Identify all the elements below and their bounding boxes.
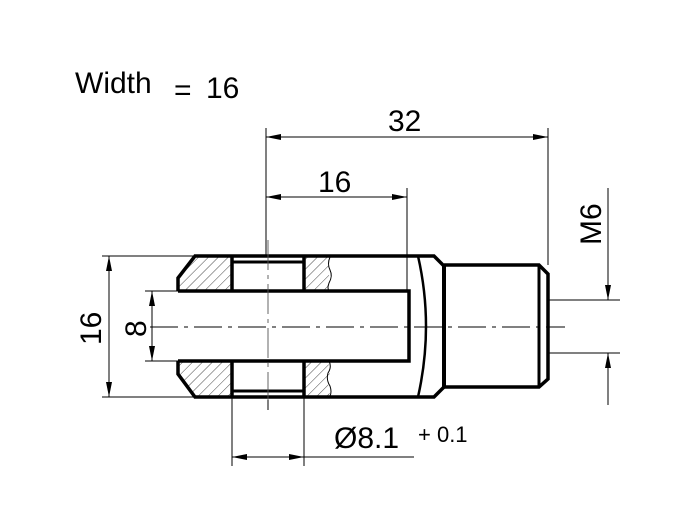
dimension-lines	[106, 134, 611, 460]
curved-edge	[416, 255, 428, 398]
width-text: Width	[75, 67, 152, 100]
width-label: Width = 16	[75, 67, 239, 107]
break-lines	[326, 256, 332, 397]
dim-m6-text: M6	[575, 203, 608, 245]
center-lines	[150, 240, 565, 410]
dim-16-left-text: 16	[75, 312, 108, 345]
equals-sign: =	[174, 74, 192, 107]
dim-hole-tolerance: + 0.1	[418, 422, 468, 447]
width-value: 16	[206, 72, 239, 105]
dim-32-text: 32	[388, 105, 421, 138]
extension-lines	[102, 128, 620, 466]
threaded-shank	[444, 263, 550, 389]
dim-16-top-text: 16	[318, 166, 351, 199]
hatched-sections	[178, 257, 330, 396]
dim-8-text: 8	[120, 320, 153, 337]
dim-hole-text: Ø8.1	[334, 422, 399, 455]
